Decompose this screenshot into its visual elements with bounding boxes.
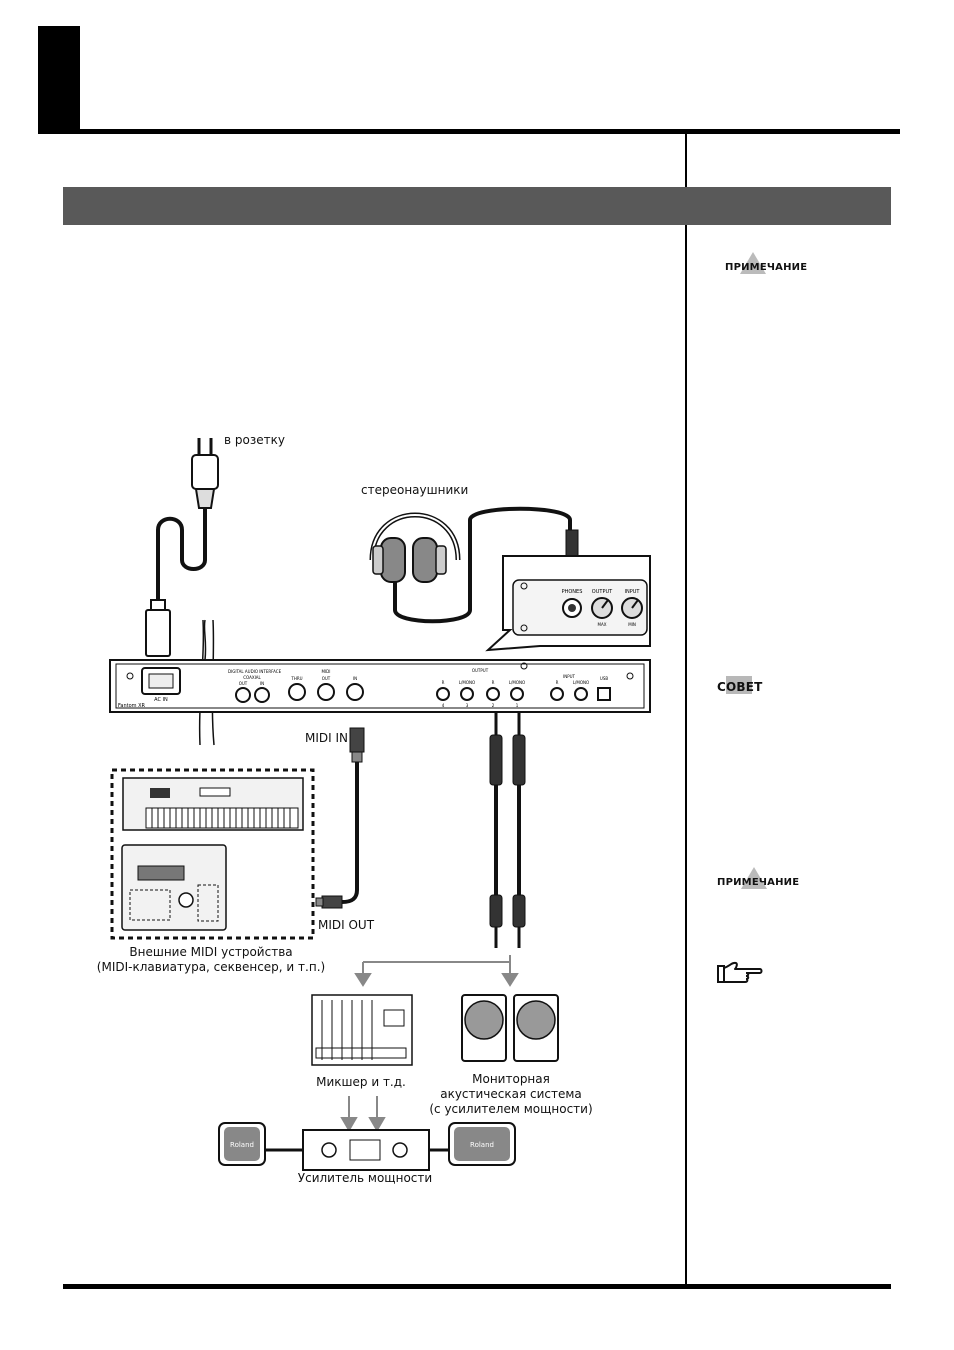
- inset-min-label: MIN: [628, 622, 636, 627]
- midi-cable: [315, 727, 365, 909]
- mixer-label: Микшер и т.д.: [316, 1075, 406, 1089]
- monitor-speakers: [461, 994, 559, 1062]
- monitor-label-2: акустическая система: [440, 1087, 582, 1101]
- outlet-label: в розетку: [224, 433, 285, 447]
- panel-midi: MIDI: [322, 669, 331, 674]
- external-midi-title: Внешние MIDI устройства: [129, 945, 293, 959]
- output-cables: [489, 712, 526, 948]
- note-icon: [740, 252, 766, 274]
- monitor-label-1: Мониторная: [472, 1072, 550, 1086]
- front-panel-inset: [485, 555, 651, 652]
- headphones: [369, 512, 461, 583]
- headphone-cable: [393, 506, 572, 624]
- iec-connector: [145, 599, 171, 657]
- panel-model: Fantom XR: [118, 703, 146, 709]
- panel-coax-out: OUT: [239, 681, 248, 686]
- midi-in-label: MIDI IN: [305, 731, 349, 745]
- panel-usb: USB: [600, 676, 608, 681]
- panel-in-l: L/MONO: [573, 680, 589, 685]
- header-rule: [38, 129, 900, 134]
- external-midi-subtitle: (MIDI-клавиатура, секвенсер, и т.п.): [96, 960, 326, 974]
- panel-out-l-b: L/MONO: [509, 680, 525, 685]
- tip-icon: [726, 676, 752, 694]
- power-cable: [156, 508, 207, 600]
- panel-coax-in: IN: [260, 681, 264, 686]
- panel-midi-out: OUT: [322, 676, 331, 681]
- amplifier-label: Усилитель мощности: [297, 1171, 433, 1185]
- inset-phones-label: PHONES: [562, 589, 583, 595]
- pointing-hand-icon: [717, 961, 763, 983]
- note-label: ПРИМЕЧАНИЕ: [725, 262, 808, 273]
- inset-input-label: INPUT: [625, 589, 641, 595]
- inset-output-label: OUTPUT: [592, 589, 613, 595]
- panel-coaxial: COAXIAL: [243, 675, 261, 680]
- panel-out-r-a: R: [442, 680, 445, 685]
- panel-midi-in: IN: [353, 676, 357, 681]
- panel-midi-thru: THRU: [290, 676, 302, 681]
- panel-out-1: 1: [516, 703, 519, 708]
- speaker-brand-left: Roland: [230, 1141, 254, 1149]
- note-icon: [741, 867, 767, 889]
- rear-panel: [109, 619, 651, 713]
- sequencer: [121, 844, 227, 931]
- midi-out-label: MIDI OUT: [318, 918, 375, 932]
- synth-keyboard: [122, 777, 304, 831]
- panel-out-l-a: L/MONO: [459, 680, 475, 685]
- monitor-label-3: (с усилителем мощности): [429, 1102, 593, 1116]
- footer-rule: [63, 1284, 891, 1289]
- inset-max-label: MAX: [598, 622, 607, 627]
- power-plug: [191, 438, 219, 509]
- mixer: [311, 994, 413, 1066]
- sidebar-divider: [685, 134, 687, 1286]
- panel-output: OUTPUT: [472, 668, 489, 673]
- branch-arrows: [340, 955, 519, 1132]
- passive-speaker-right: [448, 1122, 516, 1166]
- panel-out-4: 4: [442, 703, 445, 708]
- panel-in-r: R: [556, 680, 559, 685]
- headphones-label: стереонаушники: [361, 483, 469, 497]
- power-amplifier: [302, 1129, 430, 1171]
- tip-label: СОВЕТ: [717, 680, 763, 694]
- panel-input: INPUT: [563, 674, 576, 679]
- panel-out-r-b: R: [492, 680, 495, 685]
- speaker-brand-right: Roland: [470, 1141, 494, 1149]
- note-label: ПРИМЕЧАНИЕ: [717, 877, 800, 888]
- chapter-tab: [38, 26, 80, 134]
- passive-speaker-left: [218, 1122, 266, 1166]
- panel-ac-in: AC IN: [154, 697, 168, 703]
- panel-digital-audio: DIGITAL AUDIO INTERFACE: [228, 669, 282, 674]
- panel-out-2: 2: [492, 703, 495, 708]
- external-devices-box: [110, 768, 315, 940]
- section-heading-bar: [63, 187, 891, 225]
- panel-out-3: 3: [466, 703, 469, 708]
